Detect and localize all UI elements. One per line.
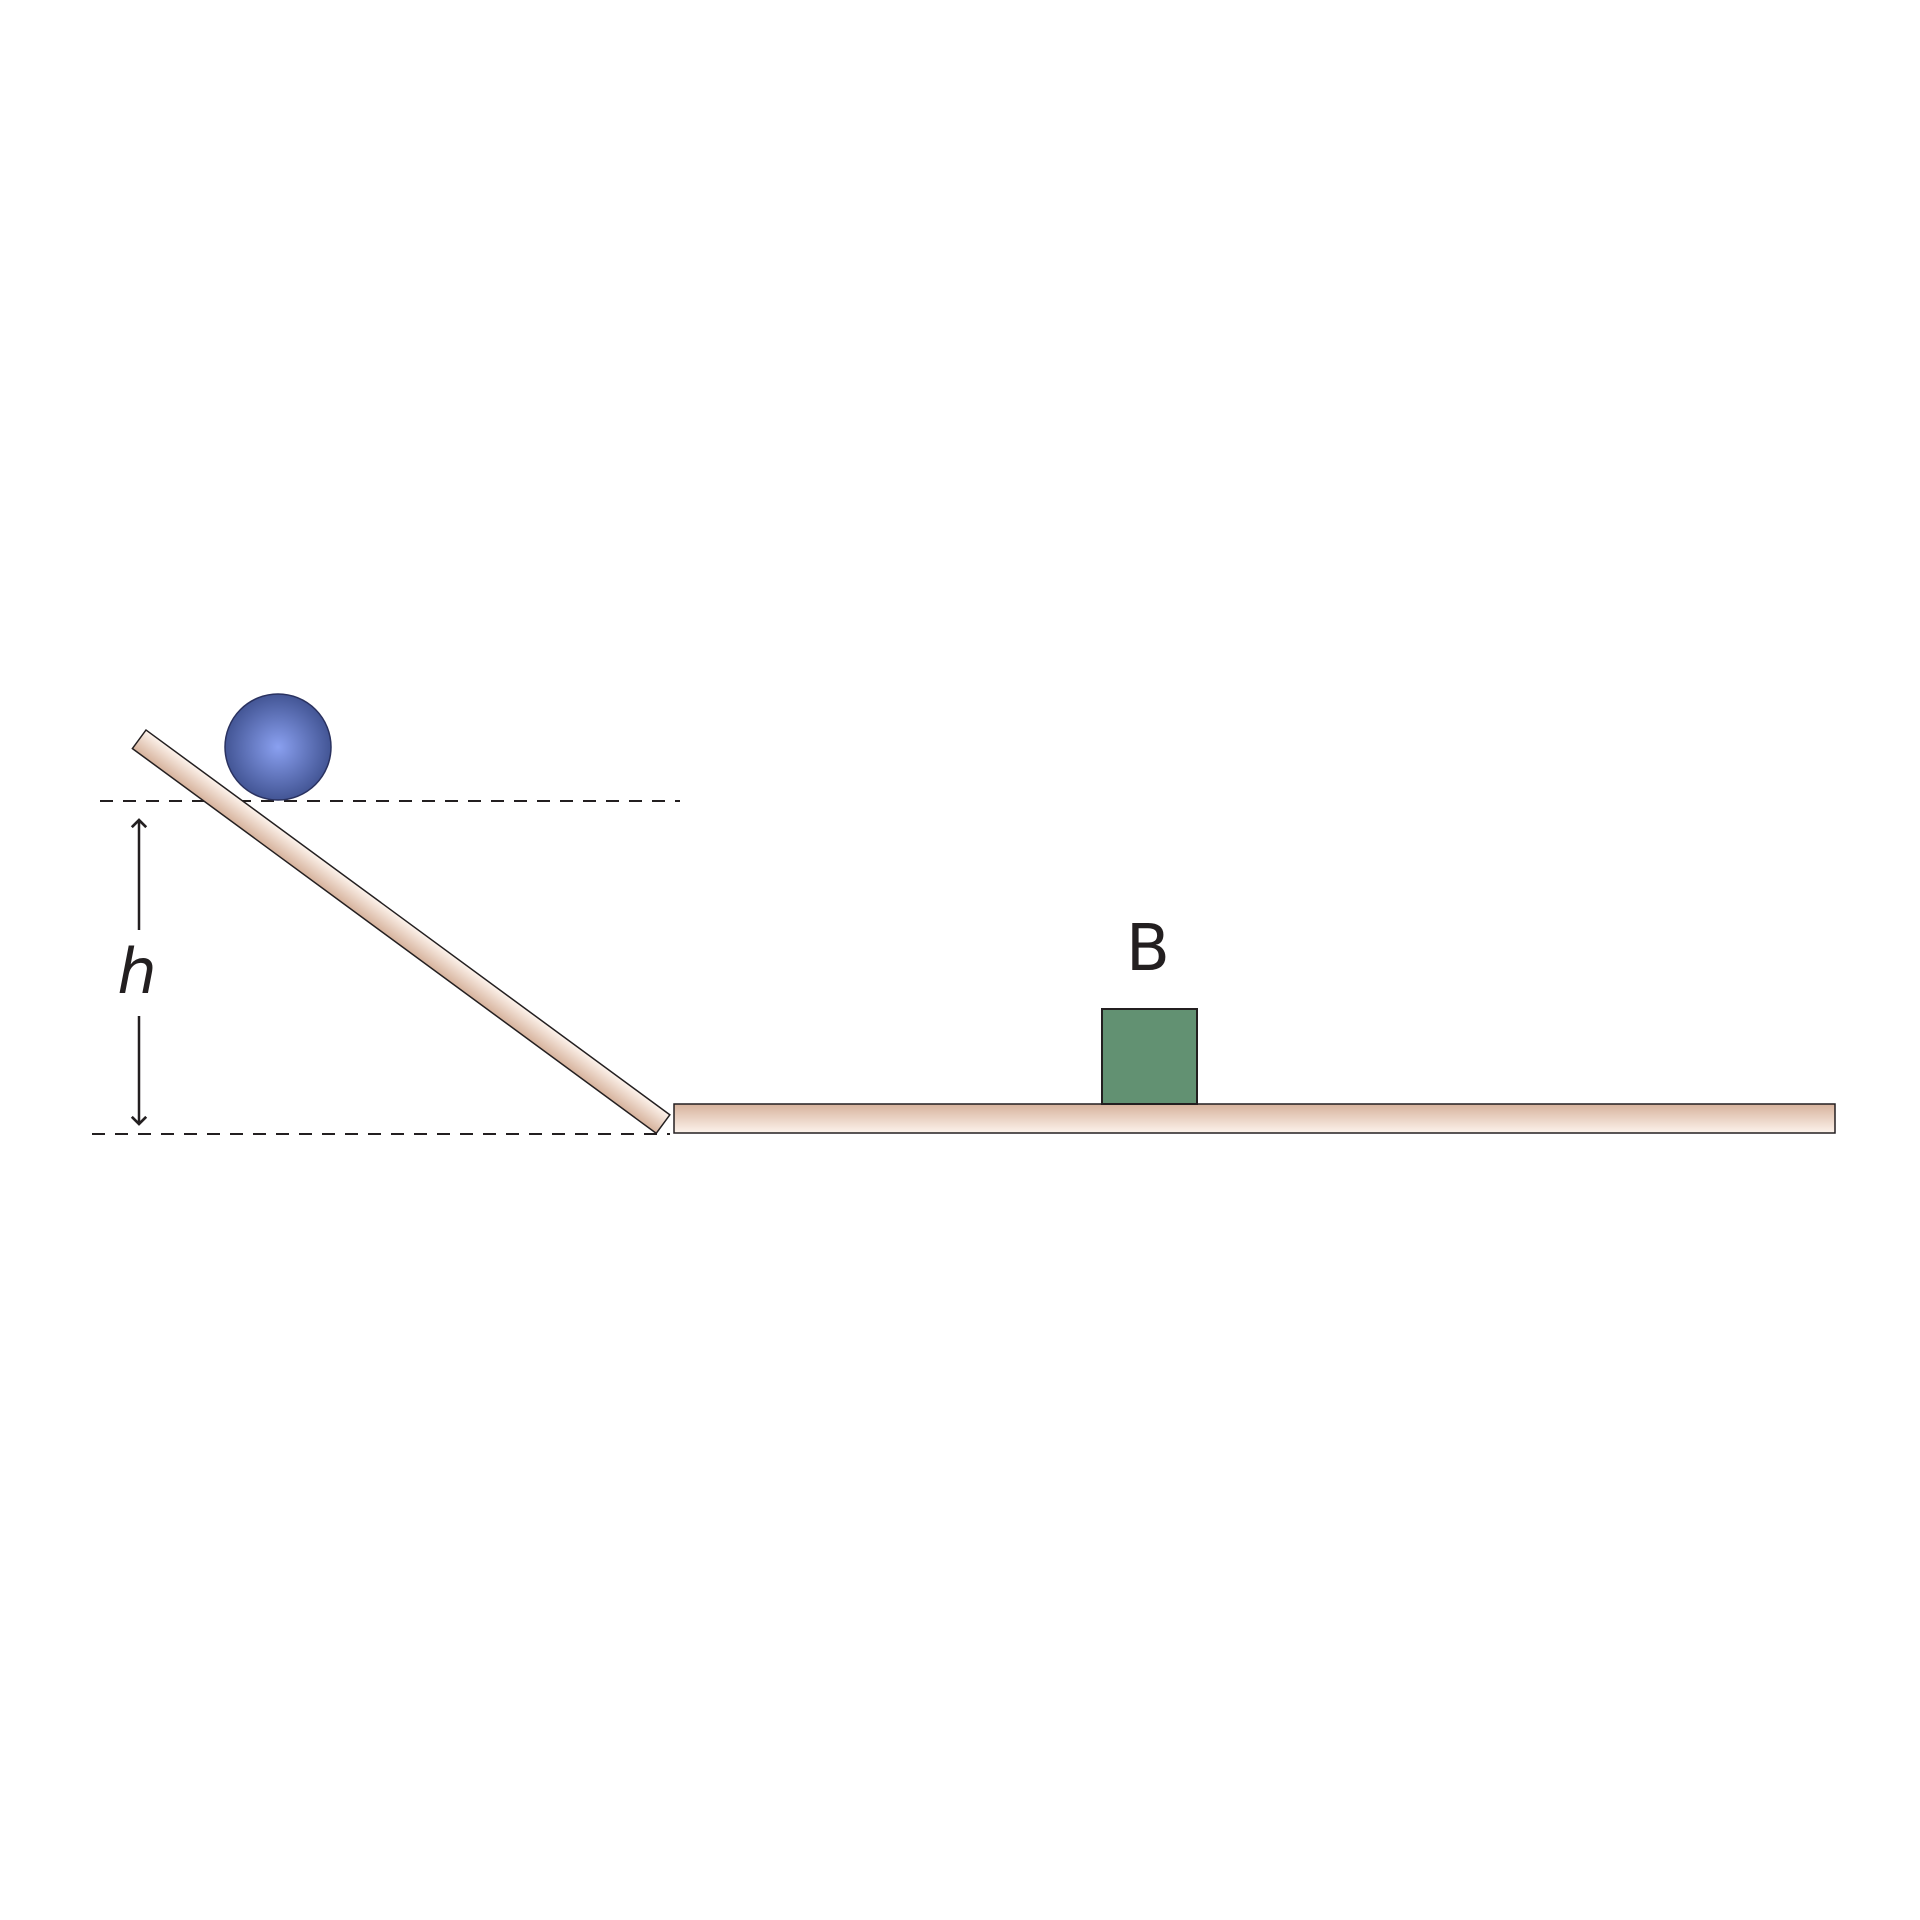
inclined-ramp [131,728,671,1135]
height-label: h [117,935,156,1008]
block-b-label: B [1126,912,1170,986]
block-b [1101,1008,1198,1105]
ball [224,693,332,801]
horizontal-floor [673,1103,1836,1134]
